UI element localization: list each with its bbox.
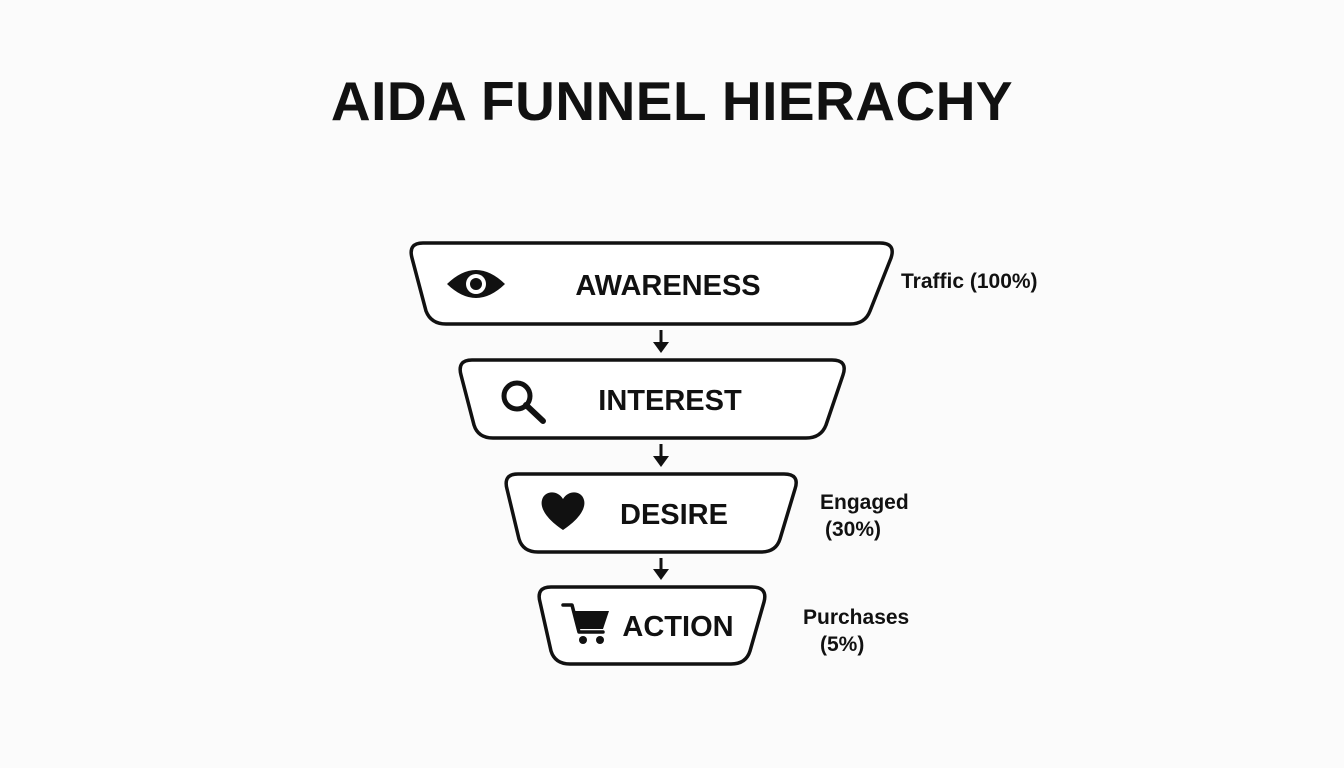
magnifier-icon bbox=[501, 380, 546, 424]
stage-interest: INTEREST bbox=[458, 358, 846, 440]
diagram-title: AIDA FUNNEL HIERACHY bbox=[330, 70, 1014, 132]
arrow-interest-to-desire bbox=[653, 444, 669, 467]
stage-awareness-label: AWARENESS bbox=[575, 270, 760, 302]
metric-awareness: Traffic (100%) bbox=[901, 268, 1038, 295]
stage-desire: DESIRE bbox=[504, 472, 798, 554]
stage-action: ACTION bbox=[537, 585, 767, 666]
cart-icon bbox=[561, 603, 609, 644]
stage-awareness: AWARENESS bbox=[409, 241, 894, 326]
arrow-awareness-to-interest bbox=[653, 330, 669, 353]
metric-awareness-text: Traffic (100%) bbox=[901, 270, 1038, 293]
stage-desire-label: DESIRE bbox=[620, 499, 728, 531]
metric-action: Purchases (5%) bbox=[803, 604, 909, 658]
stage-action-label: ACTION bbox=[622, 611, 733, 643]
arrow-desire-to-action bbox=[653, 558, 669, 580]
metric-action-line2: (5%) bbox=[820, 633, 865, 656]
stage-action-shape bbox=[537, 585, 767, 666]
stage-interest-shape bbox=[458, 358, 846, 440]
heart-icon bbox=[541, 492, 585, 530]
eye-icon bbox=[447, 270, 505, 298]
metric-action-line1: Purchases bbox=[803, 606, 910, 629]
stage-awareness-shape bbox=[409, 241, 894, 326]
metric-desire-line1: Engaged bbox=[820, 491, 909, 514]
metric-desire-line2: (30%) bbox=[825, 518, 882, 541]
metric-desire: Engaged (30%) bbox=[820, 489, 909, 543]
stage-interest-label: INTEREST bbox=[598, 385, 742, 417]
